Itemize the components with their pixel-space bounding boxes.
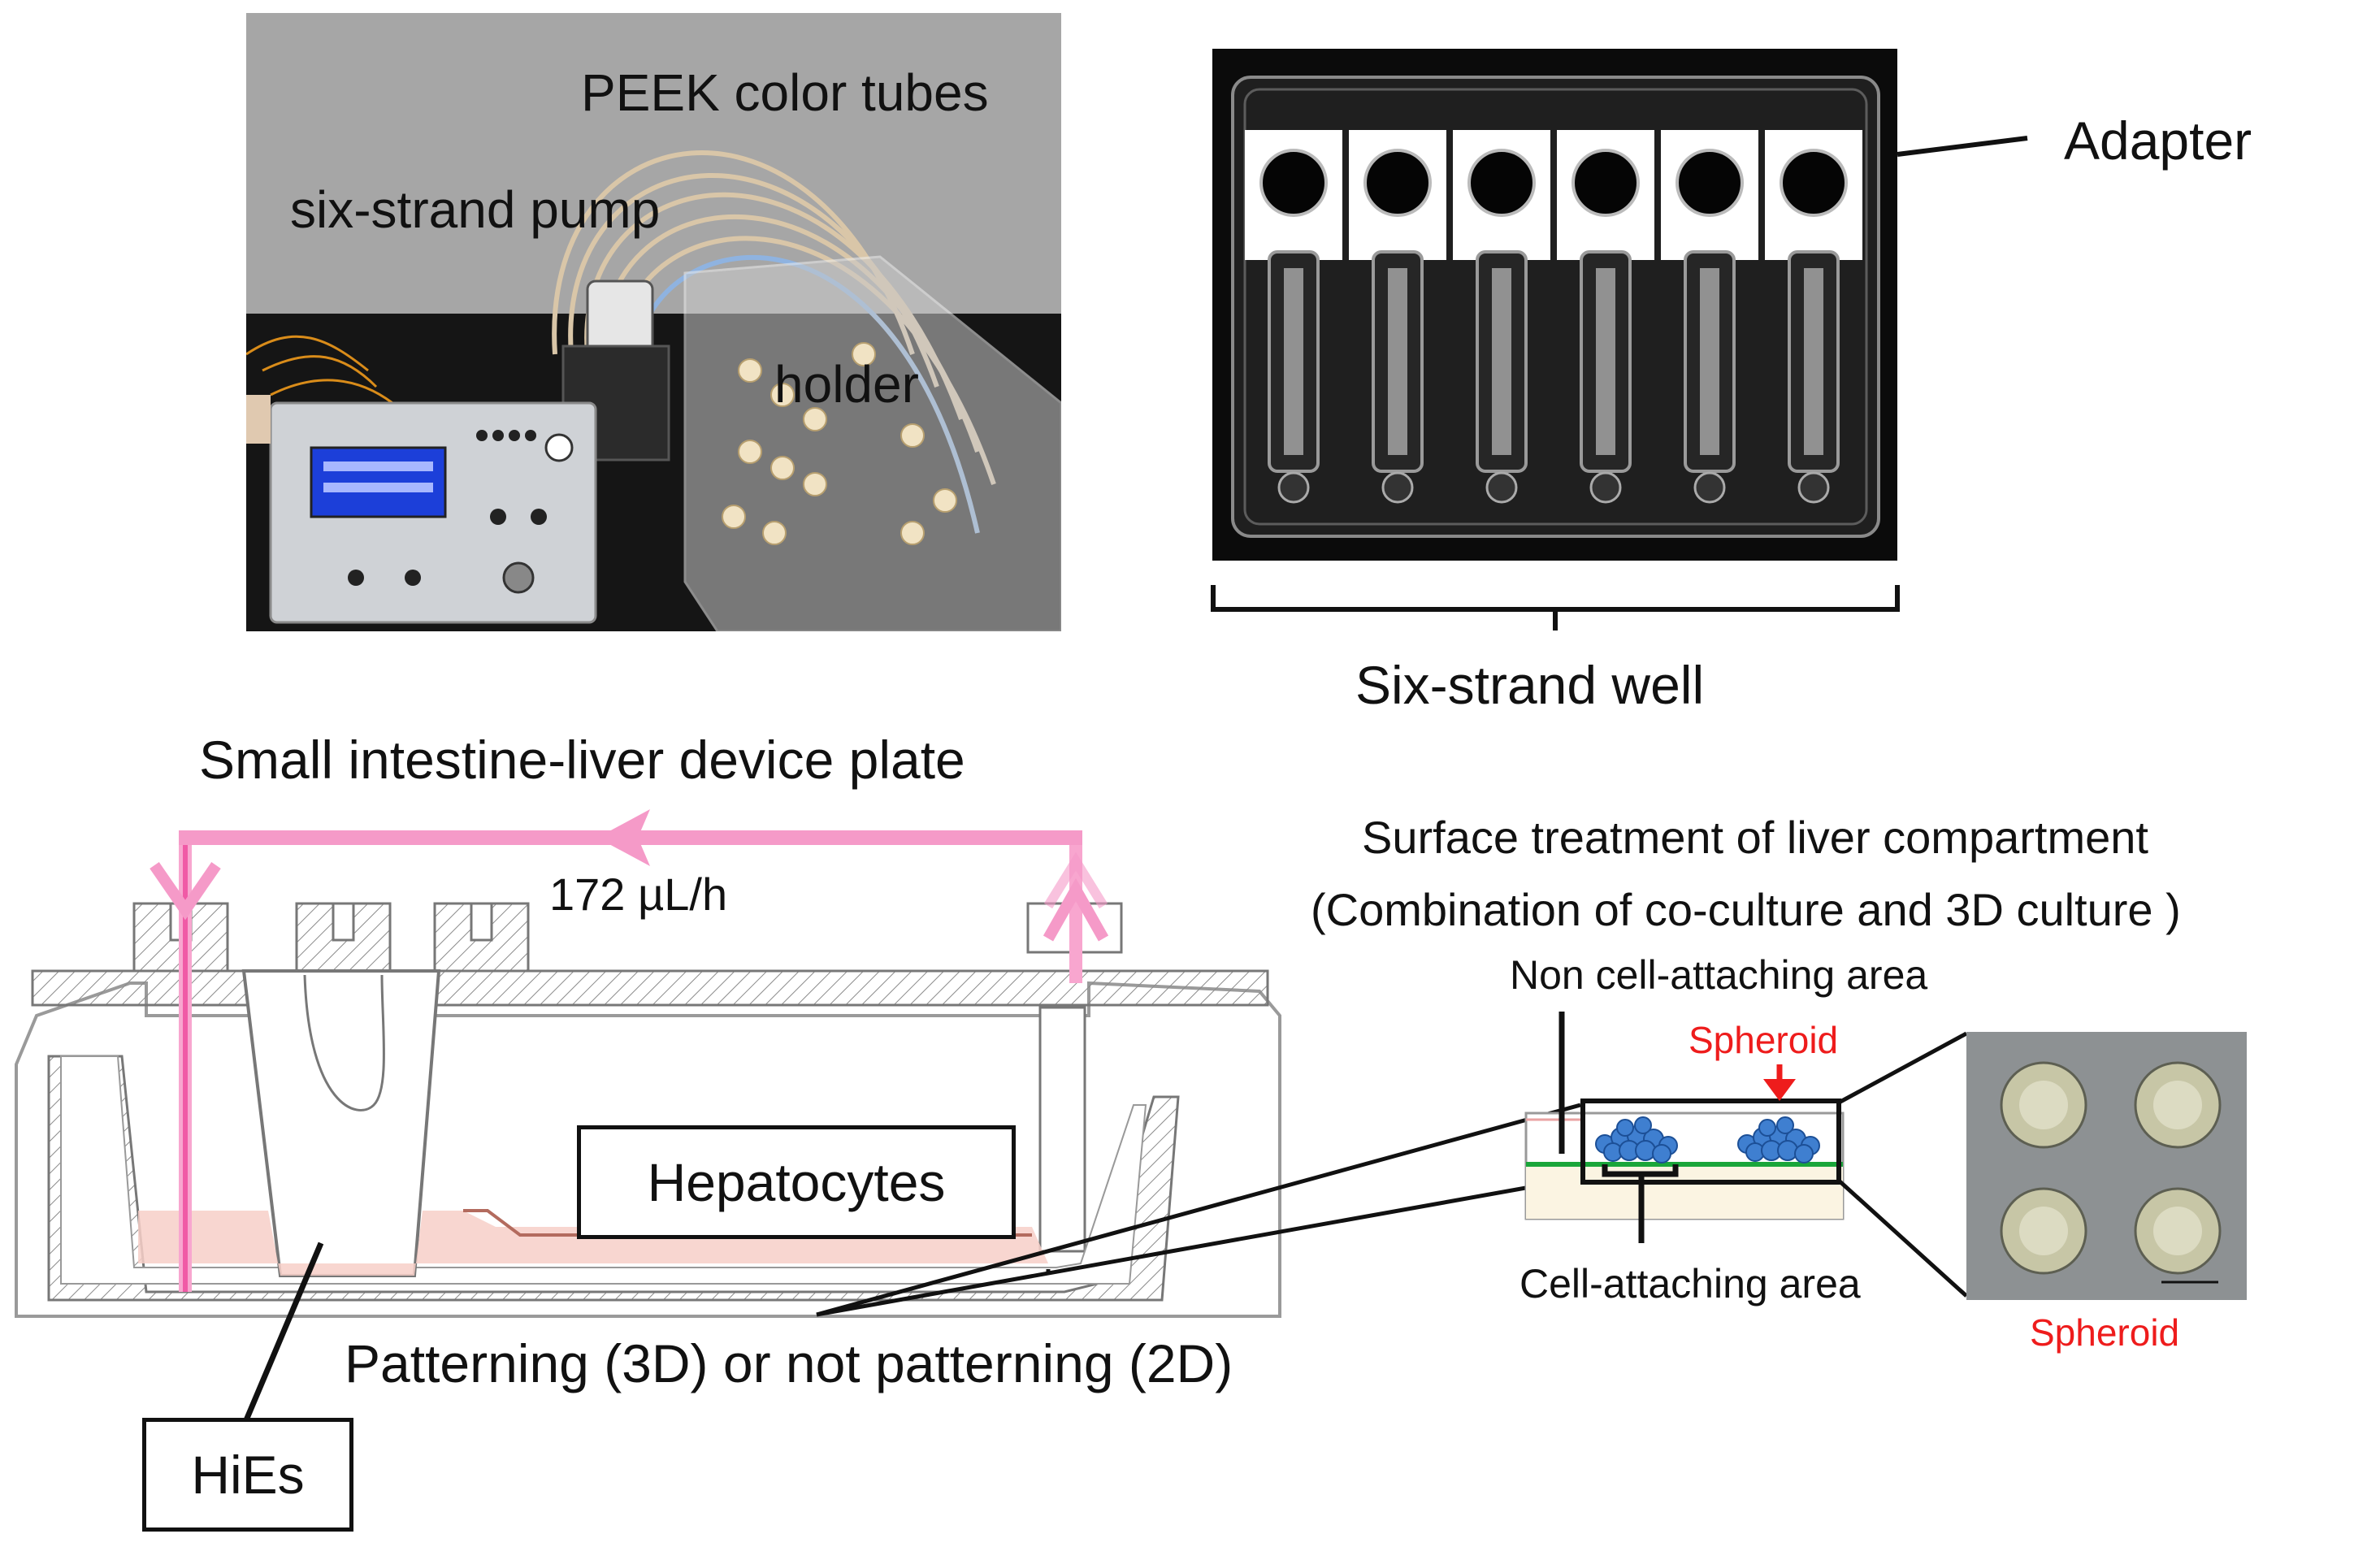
well-photo: [1212, 49, 1897, 561]
spheroid-bottom-label: Spheroid: [2030, 1311, 2180, 1354]
surface-title-line1: Surface treatment of liver compartment: [1362, 812, 2148, 863]
pump-photo-illustration: [246, 13, 1061, 631]
surface-title-line2: (Combination of co-culture and 3D cultur…: [1311, 884, 2181, 935]
attaching-label: Cell-attaching area: [1519, 1261, 1861, 1306]
flow-rate-label: 172 µL/h: [549, 869, 728, 920]
holder-label: holder: [774, 355, 919, 414]
hepatocytes-label: Hepatocytes: [647, 1152, 946, 1212]
well-photo-illustration: [1231, 76, 1880, 538]
patterning-label: Patterning (3D) or not patterning (2D): [345, 1333, 1233, 1393]
non-attaching-label: Non cell-attaching area: [1510, 952, 1928, 998]
hies-label: HiEs: [191, 1445, 305, 1505]
pump-photo: PEEK color tubes six-strand pump holder: [246, 13, 1061, 631]
spheroid-top-label: Spheroid: [1689, 1019, 1839, 1061]
device-title: Small intestine-liver device plate: [199, 730, 965, 790]
spheroid-micrograph: [1966, 1032, 2247, 1300]
six-strand-well-label: Six-strand well: [1355, 655, 1705, 715]
adapter-label: Adapter: [2064, 110, 2252, 171]
peek-tubes-label: PEEK color tubes: [581, 63, 989, 122]
spheroid-micrograph-illustration: [1966, 1032, 2247, 1300]
pump-label: six-strand pump: [290, 180, 661, 239]
hies-box: HiEs: [142, 1418, 353, 1532]
hepatocytes-box: Hepatocytes: [577, 1125, 1016, 1239]
